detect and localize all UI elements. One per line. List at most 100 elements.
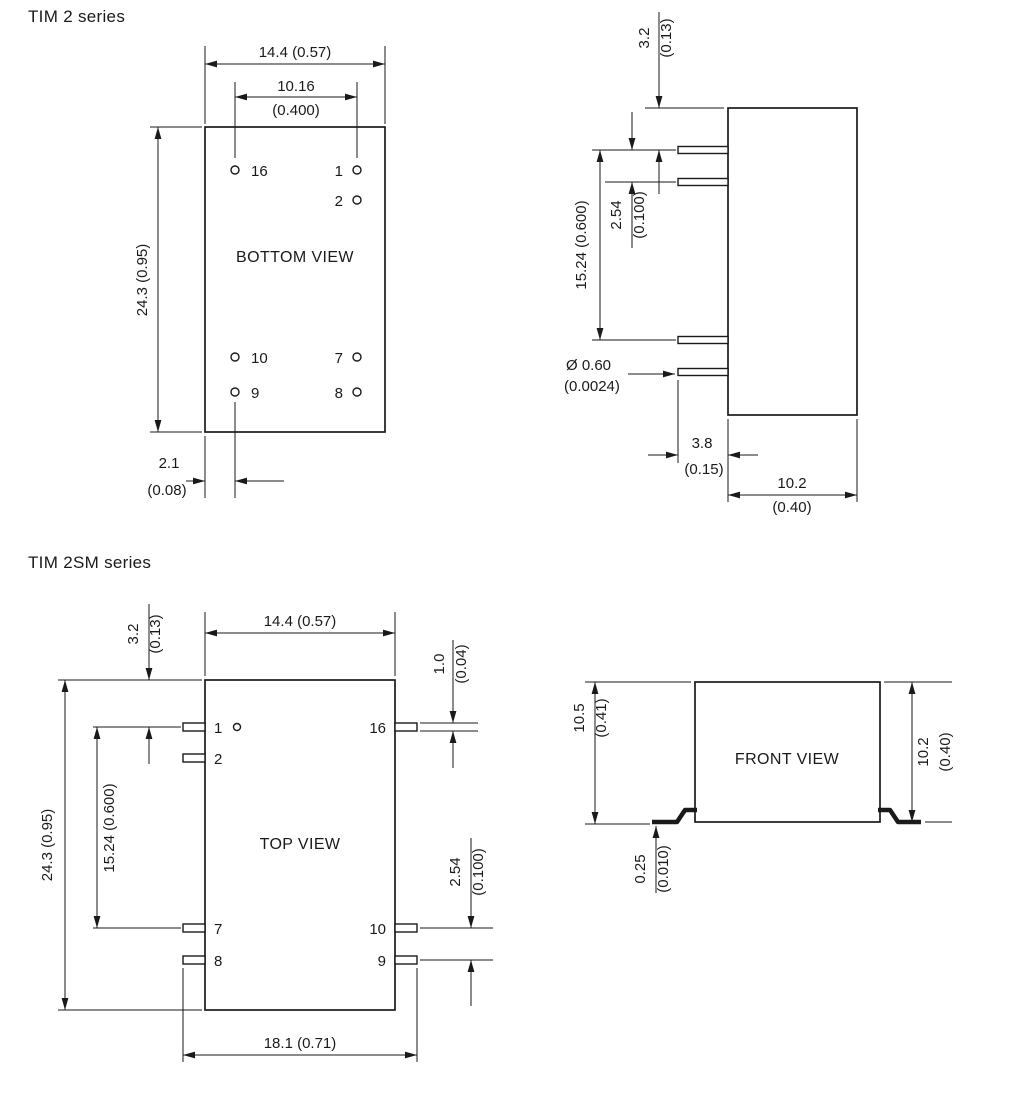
sm-pin8-number: 8	[214, 953, 222, 970]
dim-tim2-pin-length: 3.8 (0.15)	[648, 380, 758, 502]
pin8-number: 8	[335, 385, 343, 402]
dim-tim2sm-top-offset: 3.2 (0.13)	[58, 604, 202, 764]
dim-tim2-body-depth-in: (0.40)	[772, 499, 811, 516]
dim-tim2sm-front-body-height: 10.2 (0.40)	[884, 681, 954, 823]
dim-tim2-standoff-in: (0.13)	[658, 18, 675, 57]
pad-pin2	[182, 753, 206, 763]
tim2-body-outline	[204, 126, 386, 433]
dim-tim2-pin-diameter: Ø 0.60 (0.0024)	[564, 357, 675, 395]
dim-tim2-pin-span-in: (0.400)	[272, 102, 320, 119]
pin2-number: 2	[335, 193, 343, 210]
dim-tim2sm-overall-height-in: (0.41)	[593, 698, 610, 737]
tim2sm-front-view: FRONT VIEW 10.5 (0.41) 10.2 (0.40) 0.25 …	[571, 681, 954, 893]
dim-tim2sm-pin-row-span-text: 15.24 (0.600)	[101, 783, 118, 872]
pin10-number: 10	[251, 350, 268, 367]
dim-tim2sm-pin-row-span: 15.24 (0.600)	[93, 726, 181, 929]
bottom-view-label: BOTTOM VIEW	[236, 249, 354, 266]
dim-tim2-body-depth-mm: 10.2	[777, 475, 806, 492]
tim2sm-smd-pads	[182, 722, 418, 965]
dim-tim2sm-lead-width: 1.0 (0.04)	[420, 640, 478, 768]
pad-pin1	[182, 722, 206, 732]
right-gullwing-lead	[878, 807, 921, 825]
dim-tim2-pin-offset-in: (0.08)	[147, 482, 186, 499]
dim-tim2sm-front-body-height-mm: 10.2	[915, 737, 932, 766]
dim-tim2sm-overall-height-mm: 10.5	[571, 703, 588, 732]
tim2-series-title: TIM 2 series	[28, 7, 125, 26]
dim-tim2-pin-pitch-in: (0.100)	[631, 191, 648, 239]
tim2sm-top-view: 1 2 7 8 16 10 9 TOP VIEW 14.4 (0.57) 3.2…	[39, 604, 493, 1062]
pad-pin10	[394, 923, 418, 933]
dim-tim2-pin-pitch: 2.54 (0.100)	[605, 112, 676, 248]
side-pin-4	[677, 367, 729, 377]
dim-tim2sm-lead-thickness: 0.25 (0.010)	[632, 826, 672, 893]
dim-tim2-pin-length-mm: 3.8	[692, 435, 713, 452]
dim-tim2-pin-offset-mm: 2.1	[159, 455, 180, 472]
dim-tim2sm-overall-height: 10.5 (0.41)	[571, 681, 691, 825]
pin16-number: 16	[251, 163, 268, 180]
dim-tim2sm-body-height: 24.3 (0.95)	[39, 680, 202, 1011]
dim-tim2sm-top-offset-mm: 3.2	[125, 624, 142, 645]
dim-tim2sm-lead-thickness-in: (0.010)	[655, 845, 672, 893]
pad-pin7	[182, 923, 206, 933]
dim-tim2sm-top-offset-in: (0.13)	[147, 614, 164, 653]
pin8-hole	[352, 387, 362, 397]
left-gullwing-lead	[652, 807, 697, 825]
pad-pin9	[394, 955, 418, 965]
tim2-side-pins	[677, 145, 729, 377]
pin1-number: 1	[335, 163, 343, 180]
dim-tim2sm-pin-pitch-mm: 2.54	[447, 857, 464, 886]
dim-tim2-pin-length-in: (0.15)	[684, 461, 723, 478]
tim2sm-front-body-outline	[694, 681, 881, 823]
sm-pin7-number: 7	[214, 921, 222, 938]
tim2-side-view: 3.2 (0.13) 15.24 (0.600) 2.54 (0.100) Ø …	[564, 12, 858, 516]
tim2-pin-numbers: 16 1 2 10 7 9 8	[251, 163, 343, 402]
dim-tim2sm-front-body-height-in: (0.40)	[937, 732, 954, 771]
sm-pin16-number: 16	[369, 720, 386, 737]
dim-tim2-body-width: 14.4 (0.57)	[204, 44, 386, 124]
side-pin-1	[677, 145, 729, 155]
pad-pin16	[394, 722, 418, 732]
dim-tim2-pin-dia-mm: Ø 0.60	[566, 357, 611, 374]
dim-tim2-pin-span: 10.16 (0.400)	[234, 78, 358, 158]
dim-tim2-body-height: 24.3 (0.95)	[134, 126, 202, 433]
dim-tim2-pin-row-span: 15.24 (0.600)	[573, 149, 676, 341]
dim-tim2-pin-pitch-mm: 2.54	[608, 200, 625, 229]
side-pin-3	[677, 335, 729, 345]
sm-pin9-number: 9	[378, 953, 386, 970]
tim2sm-series-title: TIM 2SM series	[28, 553, 151, 572]
side-pin-2	[677, 177, 729, 187]
tim2sm-pin-numbers: 1 2 7 8 16 10 9	[214, 720, 386, 970]
dim-tim2-pin-span-mm: 10.16	[277, 78, 315, 95]
dim-tim2-pin-offset: 2.1 (0.08)	[147, 402, 284, 499]
pin2-hole	[352, 195, 362, 205]
pin7-number: 7	[335, 350, 343, 367]
dim-tim2-pin-row-span-text: 15.24 (0.600)	[573, 200, 590, 289]
front-view-label: FRONT VIEW	[735, 751, 840, 768]
tim2-side-body-outline	[727, 107, 858, 416]
dim-tim2sm-overall-width: 18.1 (0.71)	[182, 968, 418, 1062]
dim-tim2sm-lead-width-mm: 1.0	[431, 654, 448, 675]
pad-pin8	[182, 955, 206, 965]
dim-tim2sm-lead-width-in: (0.04)	[453, 644, 470, 683]
dim-tim2sm-pin-pitch: 2.54 (0.100)	[420, 838, 493, 1006]
tim2-pin-markers	[230, 165, 362, 397]
dim-tim2-standoff-mm: 3.2	[636, 28, 653, 49]
top-view-label: TOP VIEW	[260, 836, 341, 853]
dim-tim2sm-body-width: 14.4 (0.57)	[204, 612, 396, 676]
dim-tim2-pin-dia-in: (0.0024)	[564, 378, 620, 395]
pin10-hole	[230, 352, 240, 362]
pin9-number: 9	[251, 385, 259, 402]
pin1-polarity-mark	[232, 722, 242, 732]
sm-pin2-number: 2	[214, 751, 222, 768]
pin16-hole	[230, 165, 240, 175]
dim-tim2-body-depth: 10.2 (0.40)	[728, 419, 858, 516]
dim-tim2sm-body-width-text: 14.4 (0.57)	[264, 613, 337, 630]
dim-tim2sm-overall-width-text: 18.1 (0.71)	[264, 1035, 337, 1052]
sm-pin1-number: 1	[214, 720, 222, 737]
tim2sm-body-outline	[204, 679, 396, 1011]
dim-tim2-body-height-text: 24.3 (0.95)	[134, 244, 151, 317]
pin9-hole	[230, 387, 240, 397]
dim-tim2-standoff: 3.2 (0.13)	[636, 12, 724, 194]
